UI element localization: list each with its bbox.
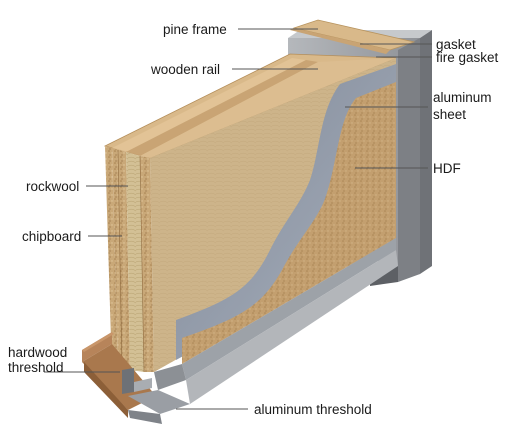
label-aluminum-threshold: aluminum threshold xyxy=(254,402,372,417)
pine-frame xyxy=(290,19,416,54)
label-chipboard: chipboard xyxy=(22,229,81,244)
door-top-edge xyxy=(103,53,397,159)
label-aluminum-sheet-line1: aluminum xyxy=(433,90,492,105)
label-pine-frame: pine frame xyxy=(163,22,227,37)
label-rockwool: rockwool xyxy=(26,179,79,194)
labels: pine frame gasket fire gasket wooden rai… xyxy=(8,22,499,417)
hardwood-threshold xyxy=(82,332,156,418)
aluminum-threshold xyxy=(122,368,190,424)
label-hardwood-threshold-line1: hardwood xyxy=(8,345,67,360)
label-aluminum-sheet-line2: sheet xyxy=(433,107,466,122)
label-gasket: gasket xyxy=(436,37,476,52)
label-hdf: HDF xyxy=(433,161,461,176)
label-hardwood-threshold-line2: threshold xyxy=(8,360,64,375)
door-section-face xyxy=(105,146,154,373)
leader-lines xyxy=(43,28,432,410)
label-wooden-rail: wooden rail xyxy=(150,62,220,77)
door-skin-plate xyxy=(154,238,398,404)
hdf-layer xyxy=(182,82,396,364)
label-fire-gasket: fire gasket xyxy=(436,50,499,65)
